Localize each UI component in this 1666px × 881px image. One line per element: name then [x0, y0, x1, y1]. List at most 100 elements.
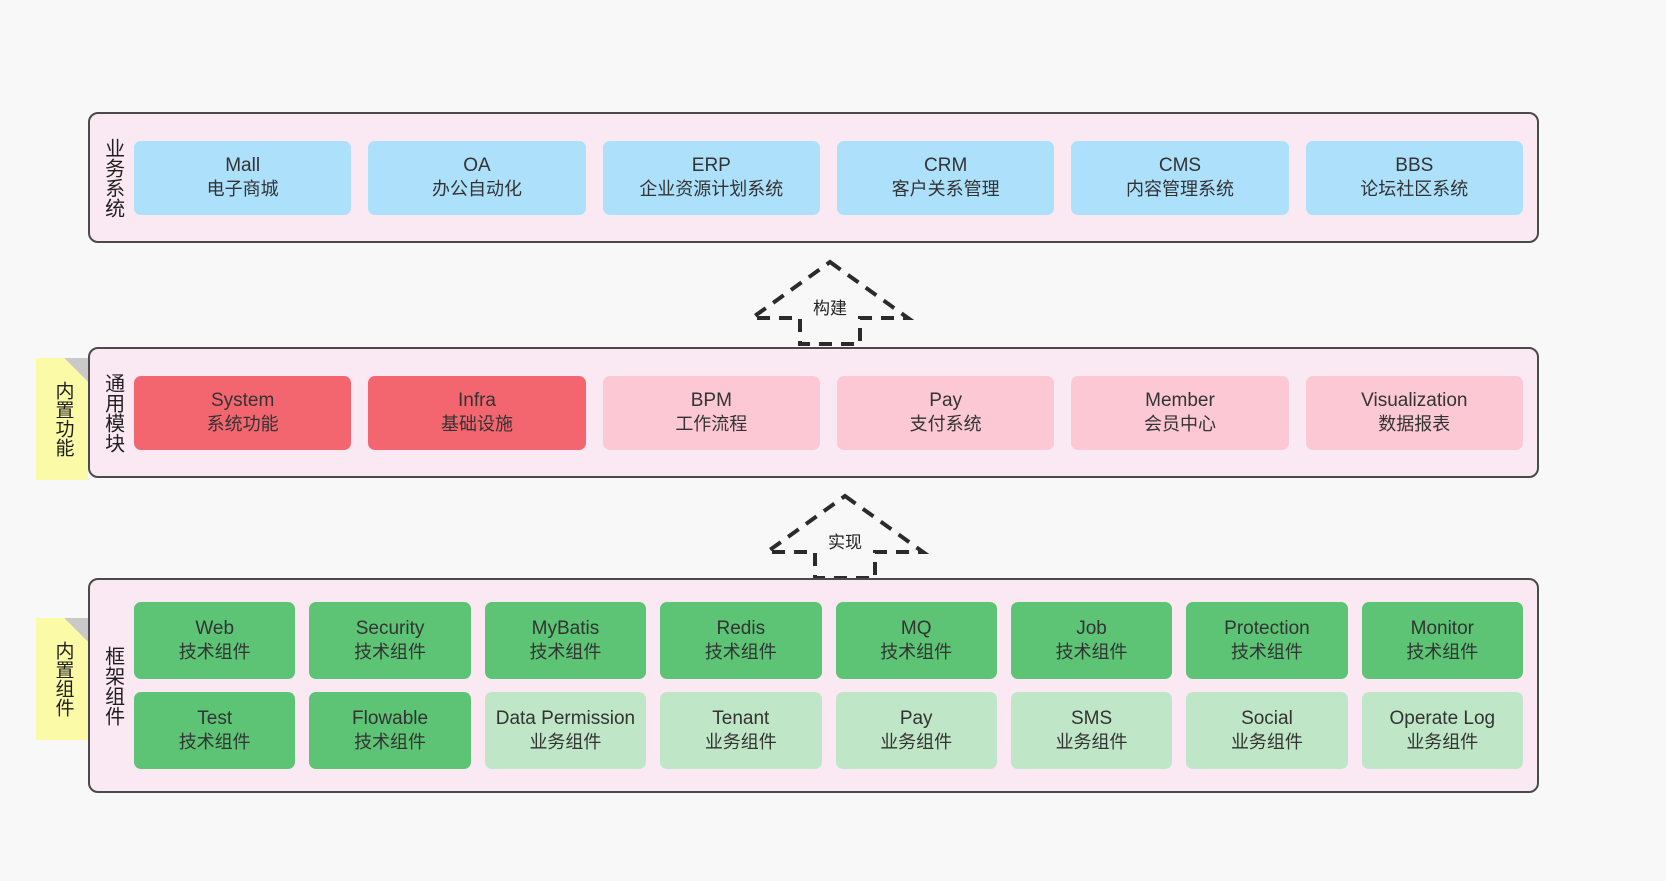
node-title: Mall — [225, 155, 261, 177]
node-title: SMS — [1070, 708, 1113, 730]
node-subtitle: 业务组件 — [529, 732, 602, 753]
node-flowable[interactable]: Flowable 技术组件 — [309, 692, 471, 769]
note-fold-corner-icon — [64, 618, 88, 642]
node-pay-component[interactable]: Pay 业务组件 — [835, 692, 997, 769]
node-web[interactable]: Web 技术组件 — [134, 602, 296, 679]
node-subtitle: 业务组件 — [704, 732, 777, 753]
node-subtitle: 企业资源计划系统 — [639, 179, 784, 200]
node-title: Pay — [899, 708, 933, 730]
layer-common-module: 通用模块 System 系统功能 Infra 基础设施 BPM 工作流程 Pay — [88, 347, 1539, 478]
node-subtitle: 业务组件 — [880, 732, 953, 753]
node-subtitle: 技术组件 — [529, 642, 602, 663]
note-label: 内置功能 — [52, 381, 74, 457]
node-subtitle: 系统功能 — [206, 414, 279, 435]
node-subtitle: 技术组件 — [1406, 642, 1479, 663]
node-subtitle: 技术组件 — [880, 642, 953, 663]
node-title: BBS — [1395, 155, 1434, 177]
node-row: Mall 电子商城 OA 办公自动化 ERP 企业资源计划系统 CRM 客户关系… — [134, 140, 1523, 215]
node-row: Test 技术组件 Flowable 技术组件 Data Permission … — [134, 692, 1523, 769]
node-test[interactable]: Test 技术组件 — [134, 692, 296, 769]
node-title: BPM — [690, 390, 732, 412]
node-bbs[interactable]: BBS 论坛社区系统 — [1305, 140, 1523, 215]
layer-body-common-module: System 系统功能 Infra 基础设施 BPM 工作流程 Pay 支付系统… — [134, 349, 1537, 476]
note-label: 内置组件 — [52, 641, 74, 717]
note-fold-corner-icon — [64, 358, 88, 382]
node-title: Protection — [1224, 618, 1310, 640]
node-subtitle: 业务组件 — [1230, 732, 1303, 753]
node-subtitle: 论坛社区系统 — [1360, 179, 1469, 200]
node-visualization[interactable]: Visualization 数据报表 — [1305, 375, 1523, 450]
node-system[interactable]: System 系统功能 — [134, 375, 352, 450]
node-redis[interactable]: Redis 技术组件 — [660, 602, 822, 679]
node-title: ERP — [691, 155, 731, 177]
node-title: Test — [197, 708, 233, 730]
node-tenant[interactable]: Tenant 业务组件 — [660, 692, 822, 769]
connector-build: 构建 — [745, 258, 915, 346]
node-protection[interactable]: Protection 技术组件 — [1186, 602, 1348, 679]
layer-body-framework-component: Web 技术组件 Security 技术组件 MyBatis 技术组件 Redi… — [134, 580, 1537, 791]
node-title: Data Permission — [495, 708, 636, 730]
node-title: Social — [1241, 708, 1293, 730]
node-oa[interactable]: OA 办公自动化 — [368, 140, 586, 215]
layer-framework-component: 框架组件 Web 技术组件 Security 技术组件 MyBatis 技术组件… — [88, 578, 1539, 793]
node-subtitle: 技术组件 — [354, 732, 427, 753]
node-subtitle: 工作流程 — [675, 414, 748, 435]
node-title: Web — [195, 618, 235, 640]
layer-business-system: 业务系统 Mall 电子商城 OA 办公自动化 ERP 企业资源计划系统 CRM — [88, 112, 1539, 243]
node-erp[interactable]: ERP 企业资源计划系统 — [602, 140, 820, 215]
node-data-permission[interactable]: Data Permission 业务组件 — [484, 692, 647, 769]
connector-implement: 实现 — [760, 492, 930, 580]
note-builtin-component: 内置组件 — [36, 618, 88, 740]
node-subtitle: 基础设施 — [440, 414, 513, 435]
node-subtitle: 业务组件 — [1406, 732, 1479, 753]
node-title: Monitor — [1410, 618, 1474, 640]
layer-title-common-module: 通用模块 — [101, 372, 124, 453]
node-cms[interactable]: CMS 内容管理系统 — [1071, 140, 1289, 215]
layer-title-framework-component: 框架组件 — [101, 645, 124, 726]
note-builtin-function: 内置功能 — [36, 358, 88, 480]
node-title: Flowable — [352, 708, 429, 730]
node-title: CMS — [1158, 155, 1202, 177]
node-title: Job — [1076, 618, 1107, 640]
node-title: Visualization — [1361, 390, 1468, 412]
node-monitor[interactable]: Monitor 技术组件 — [1361, 602, 1523, 679]
node-subtitle: 内容管理系统 — [1125, 179, 1234, 200]
node-job[interactable]: Job 技术组件 — [1010, 602, 1173, 679]
node-mq[interactable]: MQ 技术组件 — [835, 602, 997, 679]
connector-implement-label: 实现 — [828, 533, 862, 552]
node-pay-common[interactable]: Pay 支付系统 — [836, 375, 1055, 450]
node-subtitle: 业务组件 — [1055, 732, 1128, 753]
node-social[interactable]: Social 业务组件 — [1186, 692, 1348, 769]
node-operate-log[interactable]: Operate Log 业务组件 — [1361, 692, 1523, 769]
node-row: System 系统功能 Infra 基础设施 BPM 工作流程 Pay 支付系统… — [134, 375, 1523, 450]
connector-build-label: 构建 — [813, 299, 847, 318]
node-mall[interactable]: Mall 电子商城 — [134, 140, 352, 215]
node-bpm[interactable]: BPM 工作流程 — [602, 375, 820, 450]
node-title: Infra — [457, 390, 496, 412]
node-title: System — [210, 390, 275, 412]
node-title: Security — [355, 618, 425, 640]
node-title: Redis — [716, 618, 766, 640]
layer-body-business-system: Mall 电子商城 OA 办公自动化 ERP 企业资源计划系统 CRM 客户关系… — [134, 114, 1537, 241]
node-sms[interactable]: SMS 业务组件 — [1010, 692, 1173, 769]
connector-build-arrow-icon — [745, 259, 915, 346]
node-subtitle: 支付系统 — [909, 414, 982, 435]
node-mybatis[interactable]: MyBatis 技术组件 — [484, 602, 647, 679]
node-security[interactable]: Security 技术组件 — [309, 602, 471, 679]
node-subtitle: 数据报表 — [1378, 414, 1451, 435]
node-subtitle: 会员中心 — [1143, 414, 1216, 435]
node-subtitle: 技术组件 — [1230, 642, 1303, 663]
node-member[interactable]: Member 会员中心 — [1071, 375, 1289, 450]
layer-title-business-system: 业务系统 — [101, 137, 124, 218]
node-subtitle: 技术组件 — [178, 642, 251, 663]
node-subtitle: 技术组件 — [354, 642, 427, 663]
node-crm[interactable]: CRM 客户关系管理 — [836, 140, 1055, 215]
node-title: MQ — [900, 618, 932, 640]
node-title: Pay — [929, 390, 963, 412]
node-subtitle: 技术组件 — [704, 642, 777, 663]
node-subtitle: 电子商城 — [206, 179, 279, 200]
node-title: OA — [463, 155, 491, 177]
node-infra[interactable]: Infra 基础设施 — [368, 375, 586, 450]
node-subtitle: 办公自动化 — [431, 179, 522, 200]
